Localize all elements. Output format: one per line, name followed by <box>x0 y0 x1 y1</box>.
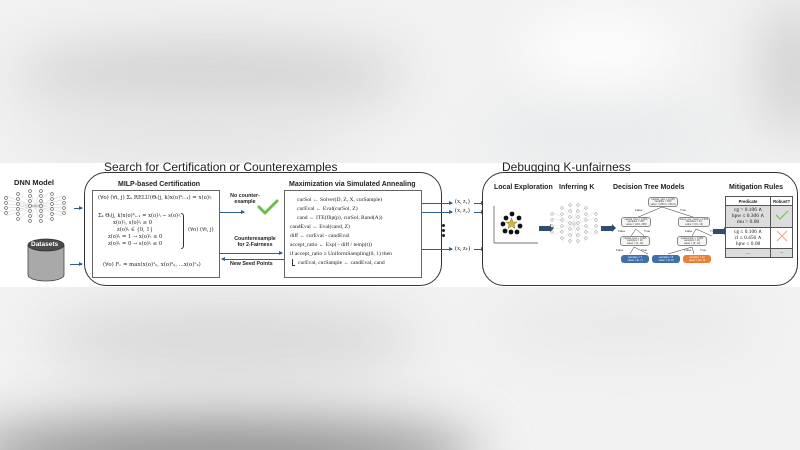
algo-line-7: if accept_ratio ≥ UniformSampling(0, 1) … <box>290 251 392 257</box>
search-section-title: Search for Certification or Counterexamp… <box>104 160 338 174</box>
annealing-algorithm-box: curSol ← Solver(D, Z, X, curSample) curE… <box>284 190 422 278</box>
datasets-to-milp-arrow <box>70 262 83 266</box>
datasets-label: Datasets <box>31 241 59 248</box>
algo-line-8: curEval, curSample ← candEval, cand <box>298 260 385 266</box>
no-counterexample-label: No counter- example <box>230 193 260 206</box>
rule-row: cg ≤ 0.106 ∧ cl ≤ 0.456 ∧ hpw ≤ 0.08 <box>724 226 793 250</box>
inferring-k-network-icon <box>550 203 598 245</box>
dnn-model-label: DNN Model <box>14 178 54 187</box>
dnn-to-milp-arrow <box>74 206 83 210</box>
mitigation-title: Mitigation Rules <box>729 184 784 191</box>
annealing-title: Maximization via Simulated Annealing <box>289 181 416 188</box>
algo-line-6: accept_ratio ← Exp(− diff / temp(t)) <box>290 242 372 248</box>
ellipsis-dot <box>442 224 445 227</box>
milp-constraint-3: z(o)ʲᵢ ∈ {0, 1} <box>117 227 153 233</box>
edge-label-true: True <box>644 229 651 233</box>
local-exploration-title: Local Exploration <box>494 184 553 191</box>
algo-indent-bracket <box>292 259 295 266</box>
rule-robust-ellipsis: – <box>770 248 793 259</box>
milp-constraint-4: z(o)ʲᵢ = 1 → x(o)ʲᵢ ≤ 0 <box>108 234 163 240</box>
output-pair-2: (x, z₂) <box>455 208 470 214</box>
ellipsis-dot <box>442 234 445 237</box>
edge-label-false: False <box>685 229 693 233</box>
output-pair-k: (x, zₖ) <box>455 246 471 252</box>
algo-line-5: diff ← curEval - candEval <box>290 233 350 239</box>
new-seed-points-label: New Seed Points <box>230 261 273 267</box>
local-exploration-plot-icon <box>493 206 538 244</box>
check-icon <box>775 210 788 221</box>
edge-label-false: False <box>618 229 626 233</box>
predicate-header: Predicate <box>724 196 772 206</box>
decision-tree-title: Decision Tree Models <box>613 184 685 191</box>
edge-label-true: True <box>680 208 687 212</box>
edge-label-false: False <box>684 248 692 252</box>
new-seed-points-arrow <box>221 257 284 261</box>
to-inferring-k-arrow <box>539 224 554 232</box>
counterexample-arrow <box>220 251 283 255</box>
edge-label-false: False <box>616 248 624 252</box>
counterexample-label: Counterexample for 2-Fairness <box>234 236 276 249</box>
to-mitigation-arrow <box>713 227 728 235</box>
algo-line-1: curSol ← Solver(D, Z, X, curSample) <box>297 197 383 203</box>
rule-row: … – <box>724 248 793 259</box>
milp-constraints-quantifier: (∀o) (∀i, j) <box>188 227 214 233</box>
rule-predicate: cg ≤ 0.106 ∧ cl ≤ 0.456 ∧ hpw ≤ 0.08 <box>724 226 772 250</box>
edge-label-true: True <box>700 248 707 252</box>
rule-robust-cell <box>770 205 793 228</box>
inferring-k-title: Inferring K <box>559 184 595 191</box>
edge-label-false: False <box>635 208 643 212</box>
check-icon <box>257 199 279 215</box>
decision-tree-edges <box>629 206 713 255</box>
debug-section-title: Debugging K-unfairness <box>502 160 631 174</box>
output-pair-1: (x, z₁) <box>455 199 470 205</box>
datasets-cylinder-icon <box>27 238 65 282</box>
output-arrow-1 <box>422 201 453 205</box>
dnn-network-icon <box>4 189 66 223</box>
algo-line-2: curEval ← Eval(curSol, Z) <box>297 206 358 212</box>
milp-title: MILP-based Certification <box>118 181 201 188</box>
constraints-brace <box>181 213 184 249</box>
milp-formulation-box: (∀o) (∀i, j) Σₖ RELU(Θᵢ(j, k)x(o)ᵏᵢ₋₁) =… <box>92 190 220 278</box>
to-decision-tree-arrow <box>601 224 616 232</box>
edge-label-true: True <box>641 248 648 252</box>
milp-objective-equation: (∀o) Fₒ = max(x(o)¹ₖ, x(o)²ₖ, ...x(o)ᴸₖ) <box>103 262 201 268</box>
output-arrow-k <box>422 247 453 251</box>
rule-predicate-ellipsis: … <box>724 248 772 259</box>
algo-line-3: cand ← ITE(flip(p), curSol, Rand(A)) <box>297 215 383 221</box>
milp-constraint-2: x(o)ʲᵢ, s(o)ʲᵢ ≥ 0 <box>113 220 152 226</box>
milp-relu-equation: (∀o) (∀i, j) Σₖ RELU(Θᵢ(j, k)x(o)ᵏᵢ₋₁) =… <box>98 195 212 201</box>
milp-constraint-5: z(o)ʲᵢ = 0 → s(o)ʲᵢ ≤ 0 <box>108 241 163 247</box>
algo-line-4: candEval ← Eval(cand, Z) <box>290 224 350 230</box>
output-arrow-2 <box>422 210 453 214</box>
mitigation-rules-table: Predicate Robust? cg > 0.106 ∧ hpw ≤ 0.3… <box>724 196 793 259</box>
milp-constraint-1: Σₖ Θᵢ(j, k)x(o)ᵏᵢ₋₁ = x(o)ʲᵢ − s(o)ʲᵢ <box>98 213 181 219</box>
ellipsis-dot <box>442 229 445 232</box>
cross-icon <box>776 230 787 242</box>
rule-predicate: cg > 0.106 ∧ hpw ≤ 0.306 ∧ mu > 0.08 <box>724 205 772 228</box>
rule-row: cg > 0.106 ∧ hpw ≤ 0.306 ∧ mu > 0.08 <box>724 205 793 228</box>
no-counterexample-arrow <box>220 210 245 214</box>
rule-robust-cell <box>770 226 793 250</box>
robust-header: Robust? <box>770 196 793 206</box>
